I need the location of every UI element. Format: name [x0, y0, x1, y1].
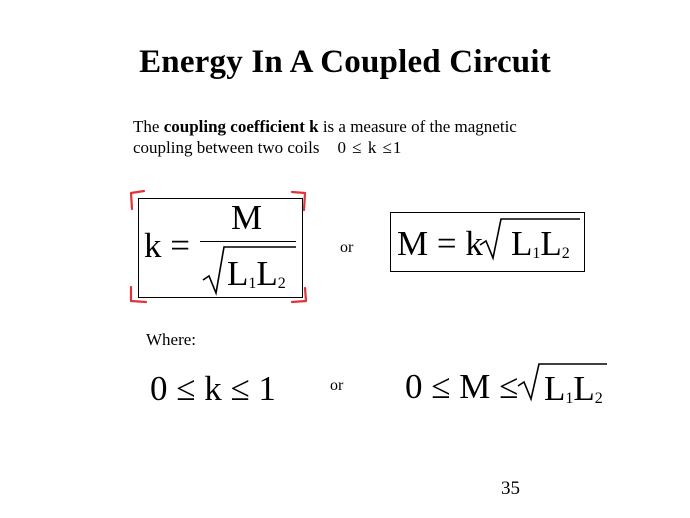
range-radicand-l1: L — [544, 369, 566, 408]
denominator-l1: L — [227, 254, 249, 293]
range-radicand-sub1: 1 — [565, 390, 574, 407]
formula-k-numerator: M — [231, 198, 263, 237]
intro-range: 0 ≤ k ≤1 — [337, 138, 403, 157]
or-label-2: or — [330, 377, 344, 394]
range-radicand-l2: L — [573, 369, 595, 408]
sqrt-sign-range — [517, 363, 607, 402]
page-number: 35 — [501, 478, 520, 499]
m-radicand-l2: L — [540, 224, 562, 263]
intro-line1-rest: is a measure of the magnetic — [318, 117, 517, 136]
fraction-bar — [200, 241, 296, 242]
sqrt-sign-m — [479, 218, 580, 261]
intro-line-1: The coupling coefficient k is a measure … — [133, 116, 603, 137]
range-m-radicand: L1L2 — [544, 371, 603, 407]
range-k: 0 ≤ k ≤ 1 — [150, 369, 276, 408]
denominator-sub2: 2 — [277, 275, 286, 292]
m-radicand-sub1: 1 — [532, 245, 541, 262]
corner-mark-top-right — [290, 190, 307, 212]
corner-mark-top-left — [129, 189, 146, 211]
denominator-l2: L — [256, 254, 278, 293]
range-m-lhs: 0 ≤ M ≤ — [405, 367, 519, 406]
where-label: Where: — [146, 330, 197, 349]
m-radicand-l1: L — [511, 224, 533, 263]
intro-bold-term: coupling coefficient k — [163, 117, 319, 136]
annotation-corner-marks — [129, 189, 308, 304]
m-radicand-sub2: 2 — [561, 245, 570, 262]
denominator-sub1: 1 — [248, 275, 257, 292]
formula-k-box — [138, 198, 303, 298]
corner-mark-bottom-left — [129, 285, 148, 304]
or-label-1: or — [340, 239, 354, 256]
intro-prefix: The — [133, 117, 164, 136]
formula-k-denominator: L1L2 — [227, 256, 286, 292]
corner-mark-bottom-right — [290, 286, 308, 304]
intro-text: The coupling coefficient k is a measure … — [133, 116, 603, 158]
formula-m-radicand: L1L2 — [511, 226, 570, 262]
slide-title: Energy In A Coupled Circuit — [139, 44, 551, 80]
intro-line2-text: coupling between two coils — [133, 138, 320, 157]
formula-m-lhs: M = k — [397, 224, 483, 263]
sqrt-sign-k — [202, 246, 296, 296]
formula-m-box — [390, 212, 585, 272]
range-radicand-sub2: 2 — [594, 390, 603, 407]
formula-k-lhs: k = — [144, 226, 190, 265]
intro-line-2: coupling between two coils 0 ≤ k ≤1 — [133, 137, 603, 158]
